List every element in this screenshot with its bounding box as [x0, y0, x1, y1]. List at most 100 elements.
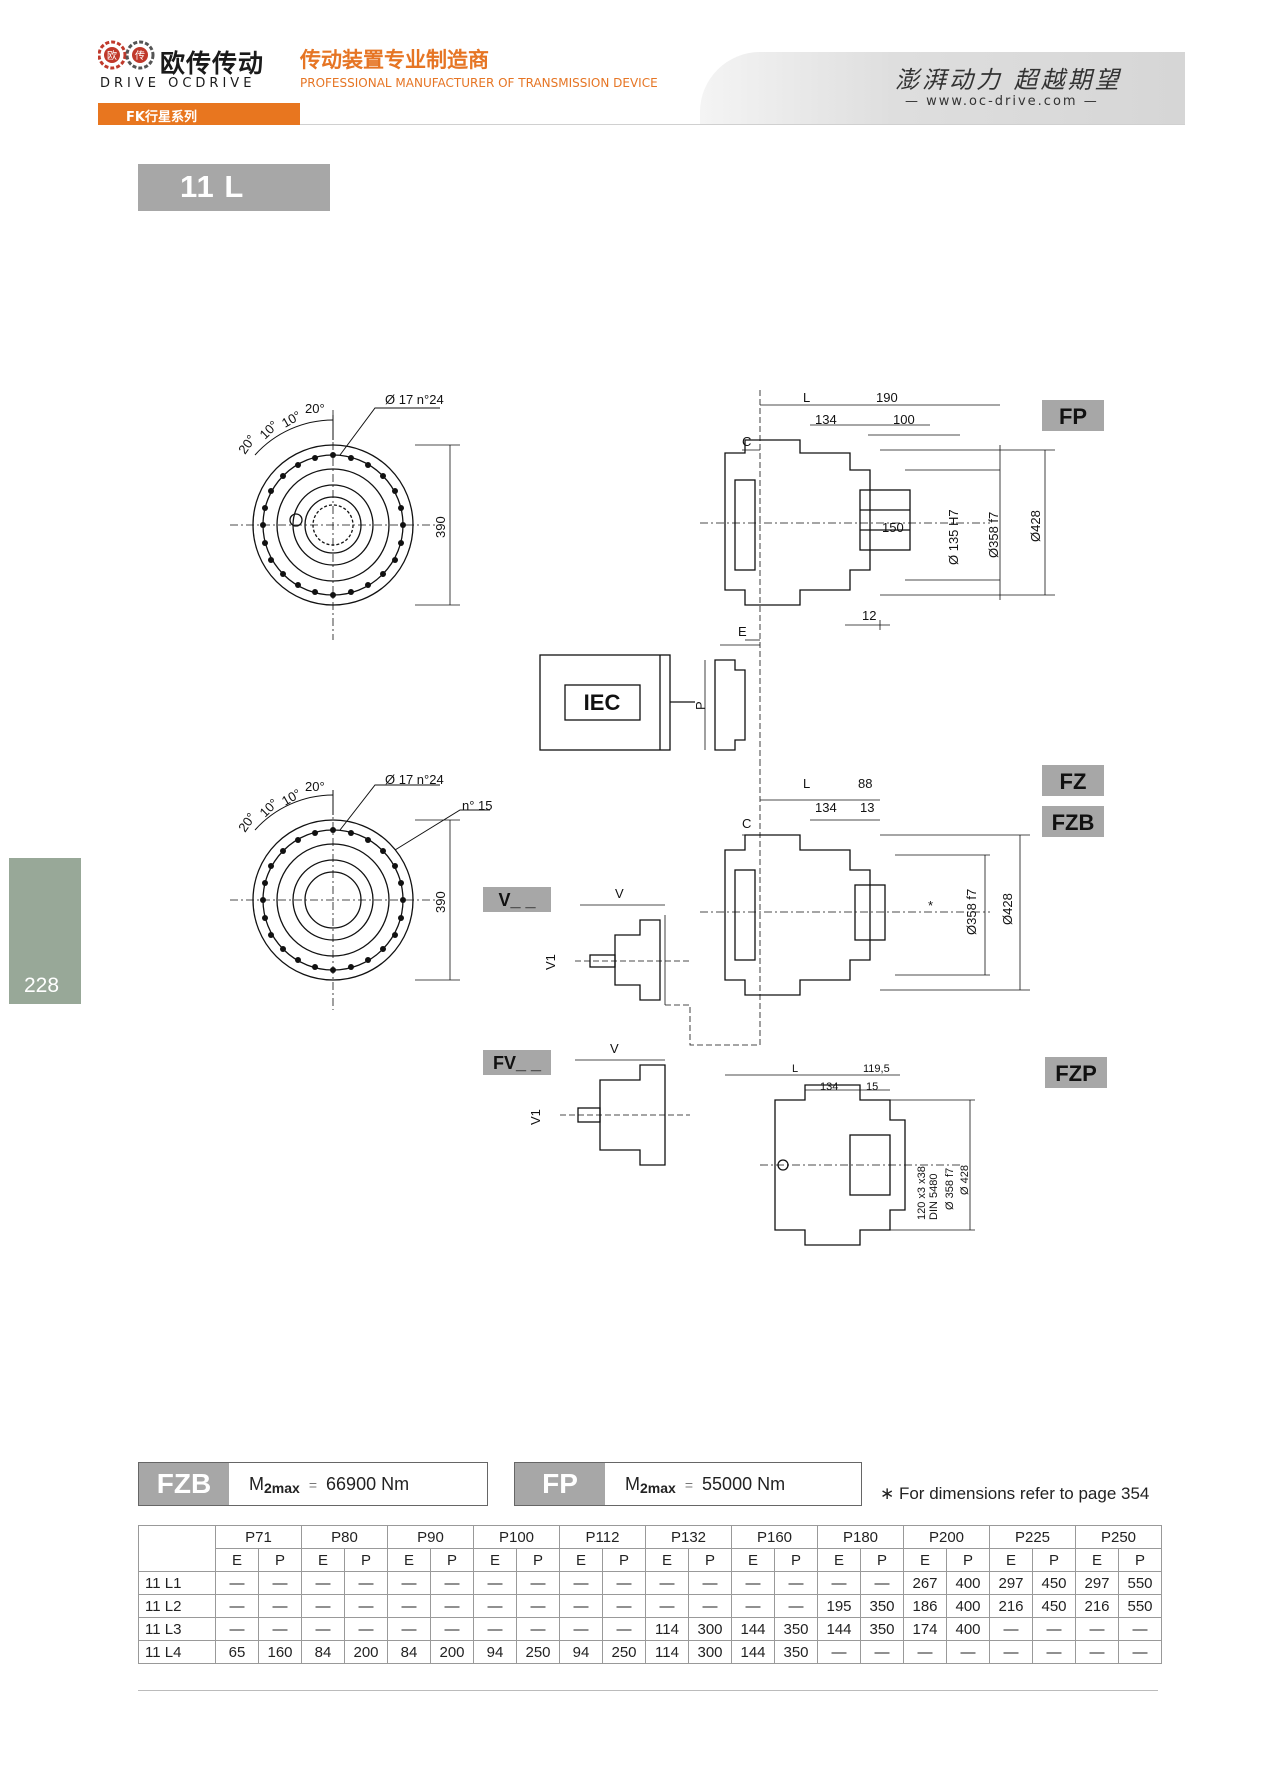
fv-dim-V1: V1 [528, 1109, 543, 1125]
table-cell: — [387, 1571, 431, 1595]
dim-390-middle: 390 [433, 891, 448, 913]
table-sub-header: E [301, 1548, 345, 1572]
table-cell: 350 [860, 1617, 904, 1641]
table-cell: — [258, 1594, 302, 1618]
table-cell: 200 [430, 1640, 474, 1664]
n15-label: n° 15 [462, 798, 493, 813]
fp-dim-134: 134 [815, 412, 837, 427]
tag-fv: FV_ _ [493, 1053, 542, 1073]
table-cell: — [344, 1617, 388, 1641]
website-link[interactable]: — www.oc-drive.com — [905, 94, 1099, 109]
model-title-box [138, 164, 330, 211]
fz-dim-134: 134 [815, 800, 837, 815]
table-cell: — [1032, 1617, 1076, 1641]
table-cell: 450 [1032, 1594, 1076, 1618]
header-grey-band [700, 52, 1185, 124]
ocdrive-logo: 欧 传 [98, 40, 155, 70]
tagline-cn: 传动装置专业制造商 [300, 48, 489, 72]
tag-fz: FZ [1060, 769, 1087, 794]
table-cell: — [215, 1571, 259, 1595]
table-cell: 350 [774, 1617, 818, 1641]
angle-10-b-mid: 10° [279, 786, 304, 809]
angle-20-a: 20° [235, 432, 259, 457]
table-cell: — [516, 1594, 560, 1618]
flange-front-view-top [230, 407, 460, 640]
dim-390-top: 390 [433, 516, 448, 538]
table-group-header: P80 [301, 1525, 388, 1549]
table-sub-header: E [731, 1548, 775, 1572]
table-sub-header: P [946, 1548, 990, 1572]
angle-20-b-mid: 20° [305, 779, 325, 794]
table-cell: — [774, 1571, 818, 1595]
fp-dim-135: Ø 135 H7 [946, 509, 961, 565]
iec-dim-E: E [738, 624, 747, 639]
table-cell: — [688, 1571, 732, 1595]
tag-fz-box [1042, 765, 1104, 796]
angle-10-a: 10° [257, 418, 282, 443]
table-cell: — [473, 1617, 517, 1641]
fz-dim-C: C [742, 816, 751, 831]
table-cell: 250 [516, 1640, 560, 1664]
table-cell: 400 [946, 1571, 990, 1595]
table-sub-header: P [860, 1548, 904, 1572]
table-group-header: P100 [473, 1525, 560, 1549]
tag-fv-box [483, 1050, 551, 1075]
table-cell: — [731, 1594, 775, 1618]
tagline-en: PROFESSIONAL MANUFACTURER OF TRANSMISSIO… [300, 76, 658, 90]
table-cell: — [1118, 1640, 1162, 1664]
website-text: www.oc-drive.com [926, 94, 1078, 109]
table-cell: — [430, 1571, 474, 1595]
table-cell: — [1075, 1617, 1119, 1641]
table-cell: — [559, 1571, 603, 1595]
tag-v: V_ _ [498, 890, 536, 910]
table-group-header: P180 [817, 1525, 904, 1549]
table-row-label: 11 L2 [138, 1594, 216, 1618]
table-cell: — [473, 1571, 517, 1595]
table-sub-header: P [430, 1548, 474, 1572]
fp-dim-L: L [803, 390, 810, 405]
fz-dim-star: * [928, 898, 933, 913]
v-dim-V1: V1 [543, 954, 558, 970]
table-cell: 297 [1075, 1571, 1119, 1595]
table-cell: — [688, 1594, 732, 1618]
fzp-dim-din: DIN 5480 [928, 1174, 940, 1220]
table-cell: 300 [688, 1640, 732, 1664]
angle-20-a-mid: 20° [235, 810, 259, 835]
fzp-dim-134: 134 [820, 1081, 838, 1093]
iec-dim-P: P [693, 701, 708, 710]
table-cell: 216 [989, 1594, 1033, 1618]
table-sub-header: E [559, 1548, 603, 1572]
tag-v-box [483, 887, 551, 912]
table-cell: 550 [1118, 1594, 1162, 1618]
table-row-label: 11 L1 [138, 1571, 216, 1595]
tag-fp: FP [1059, 404, 1087, 429]
fz-dim-88: 88 [858, 776, 872, 791]
table-sub-header: E [215, 1548, 259, 1572]
torque-box-fzb: FZB M2max = 66900 Nm [138, 1462, 488, 1506]
holes-label-top: Ø 17 n°24 [385, 392, 444, 407]
table-sub-header: E [645, 1548, 689, 1572]
table-cell: — [774, 1594, 818, 1618]
fp-dim-190: 190 [876, 390, 898, 405]
table-group-header: P112 [559, 1525, 646, 1549]
fv-input [560, 1059, 690, 1166]
table-group-header: P132 [645, 1525, 732, 1549]
table-cell: 144 [731, 1640, 775, 1664]
table-cell: — [817, 1571, 861, 1595]
tag-fp-box [1042, 400, 1104, 431]
table-cell: 174 [903, 1617, 947, 1641]
brand-name-cn: 欧传传动 [160, 49, 265, 78]
table-cell: 400 [946, 1594, 990, 1618]
series-label: FK行星系列 [126, 110, 197, 125]
table-cell: — [387, 1594, 431, 1618]
table-sub-header: P [774, 1548, 818, 1572]
table-group-header: P90 [387, 1525, 474, 1549]
table-cell: 84 [301, 1640, 345, 1664]
tag-fzp-box [1045, 1057, 1107, 1088]
header-divider [300, 124, 1185, 125]
fp-dim-358: Ø358 f7 [986, 512, 1001, 558]
